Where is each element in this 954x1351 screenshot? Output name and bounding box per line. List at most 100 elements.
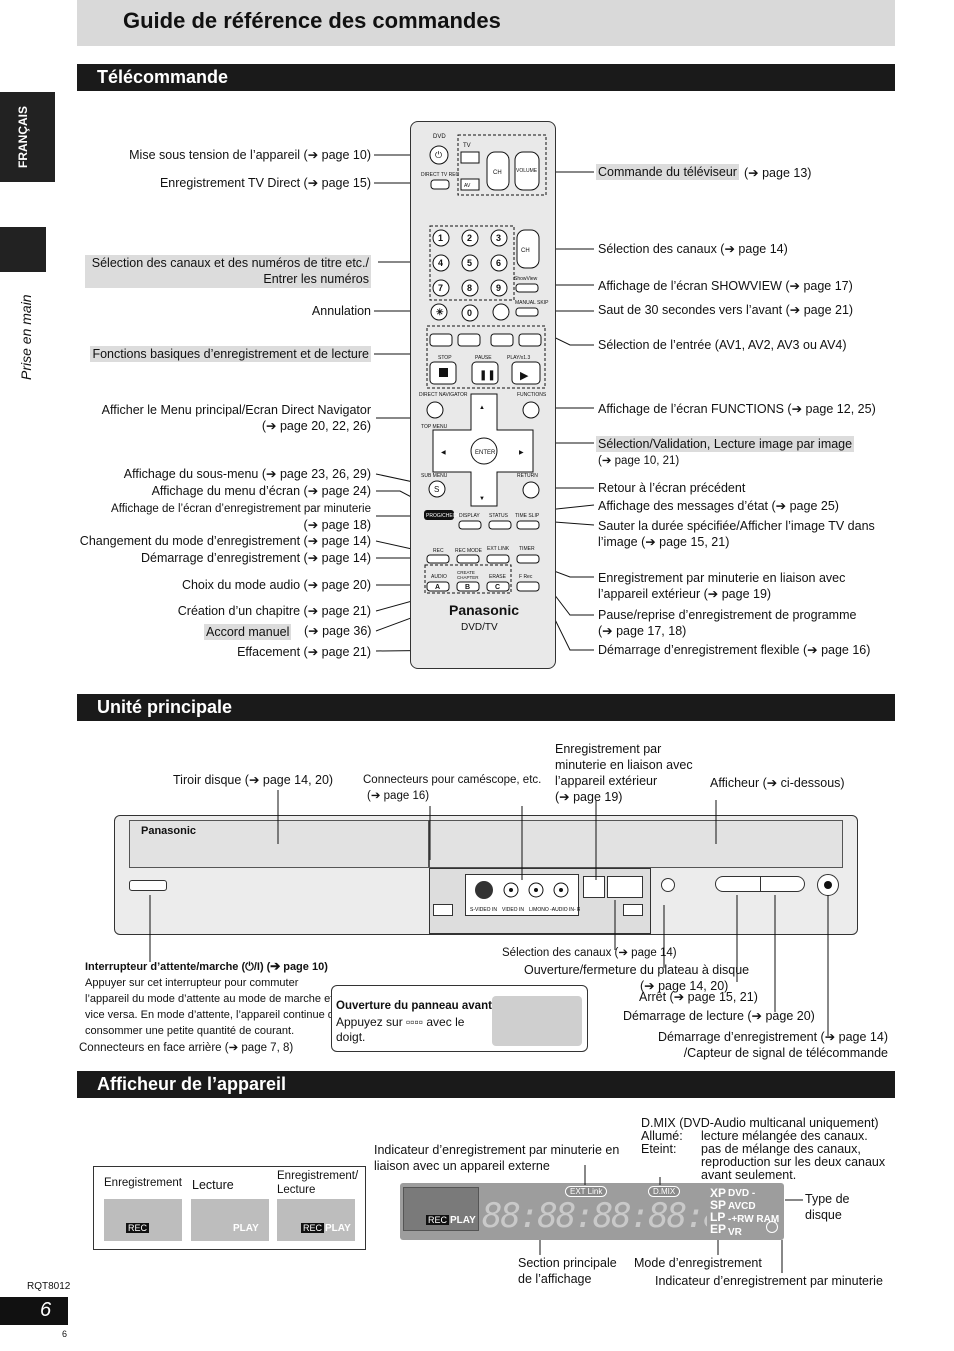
svg-text:VIDEO IN: VIDEO IN (502, 907, 524, 913)
label-dmix-on-key: Allumé: (641, 1129, 683, 1143)
label-timer-indicator: Indicateur d’enregistrement par minuteri… (655, 1274, 883, 1288)
timer-clock-icon (766, 1221, 778, 1233)
svg-text:▼: ▼ (479, 496, 485, 502)
label-timer-1: Pause/reprise d’enregistrement de progra… (598, 608, 857, 622)
svg-text:S-VIDEO IN: S-VIDEO IN (470, 907, 497, 913)
label-direct-navigator: Afficher le Menu principal/Ecran Direct … (102, 402, 371, 434)
remote-model: DVD/TV (461, 622, 498, 633)
label-enter: Sélection/Validation, Lecture image par … (596, 436, 855, 452)
svg-text:8: 8 (467, 283, 472, 293)
label-rec-sensor-1: Démarrage d’enregistrement (➔ page 14) (657, 1030, 888, 1044)
label-tv-control: Commande du téléviseur (596, 164, 739, 180)
svg-text:FUNCTIONS: FUNCTIONS (517, 392, 547, 398)
ext-link-indicator: EXT Link (565, 1186, 608, 1197)
svg-text:C: C (495, 584, 500, 591)
svg-text:2: 2 (467, 233, 472, 243)
label-input-select: Sélection de l’entrée (AV1, AV2, AV3 ou … (598, 338, 847, 352)
disc-type-dvd-avcd: DVD - AVCD (728, 1188, 756, 1212)
label-ext-rec-2: minuterie en liaison avec (555, 758, 693, 772)
svg-text:0: 0 (467, 308, 472, 318)
mode-lp: LP (710, 1210, 726, 1224)
label-ext-timer-2: liaison avec un appareil externe (374, 1159, 550, 1173)
front-panel-2: doigt. (336, 1030, 366, 1044)
mode-sp: SP (710, 1198, 727, 1212)
label-showview: Affichage de l’écran SHOWVIEW (➔ page 17… (598, 279, 853, 293)
label-ext-link: Enregistrement par minuterie en liaison … (598, 570, 845, 602)
svg-text:ERASE: ERASE (489, 574, 507, 580)
legend-play-panel: PLAY (191, 1199, 269, 1241)
legend-recplay-panel: REC PLAY (277, 1199, 355, 1241)
section-tab-marker (0, 227, 46, 272)
label-dmix-off-val1: pas de mélange des canaux, (701, 1142, 861, 1156)
label-direct-navigator-1: Afficher le Menu principal/Ecran Direct … (101, 403, 371, 417)
svg-text:F Rec: F Rec (519, 574, 533, 580)
disc-type-vr: VR (728, 1227, 742, 1238)
section-display: Afficheur de l’appareil (77, 1071, 895, 1098)
unit-leader-lines (149, 790, 829, 1036)
label-rear: Connecteurs en face arrière (➔ page 7, 8… (79, 1042, 294, 1054)
label-tray: Tiroir disque (➔ page 14, 20) (173, 773, 334, 787)
ext-link-button (583, 876, 605, 898)
svg-text:ShowView: ShowView (514, 276, 538, 282)
svg-text:▲: ▲ (479, 405, 485, 411)
svg-text:REC: REC (433, 548, 444, 554)
svg-text:TIMER: TIMER (519, 546, 535, 552)
rec-mode-indicators: XP SP LP EP (710, 1187, 728, 1239)
doc-code: RQT8012 (27, 1281, 71, 1292)
label-power: Mise sous tension de l’appareil (➔ page … (129, 148, 371, 162)
label-rec-start: Démarrage d’enregistrement (➔ page 14) (140, 551, 371, 565)
label-display: Afficheur (➔ ci-dessous) (710, 776, 845, 790)
svg-text:CH: CH (521, 248, 530, 254)
label-stop: Arrêt (➔ page 15, 21) (639, 990, 758, 1004)
page-number-box: 6 (0, 1297, 68, 1325)
label-main-section-2: de l’affichage (518, 1272, 592, 1286)
label-ext-link-1: Enregistrement par minuterie en liaison … (598, 571, 846, 585)
label-dmix-off-val3: avant seulement. (701, 1168, 797, 1182)
label-manual-tuning-page: (➔ page 36) (304, 624, 372, 638)
stop-play-divider (760, 877, 761, 891)
label-timer-screen: Affichage de l’écran d’enregistrement pa… (111, 501, 371, 533)
label-main-section: Section principale de l’affichage (518, 1255, 617, 1287)
section-remote: Télécommande (77, 64, 895, 91)
label-rec-sensor-2: /Capteur de signal de télécommande (683, 1046, 888, 1060)
legend-rec-panel: REC (104, 1199, 182, 1241)
channel-buttons (607, 876, 643, 898)
disc-type-indicators: DVD - AVCD -+RW RAM VR (728, 1187, 784, 1238)
svg-text:AV: AV (464, 183, 471, 189)
label-ext-rec-3: l’appareil extérieur (555, 774, 658, 788)
label-unit-channel: Sélection des canaux (➔ page 14) (502, 947, 677, 959)
svg-text:REC MODE: REC MODE (455, 548, 483, 554)
svg-text:SUB MENU: SUB MENU (421, 473, 448, 479)
label-channel-select-1: Sélection des canaux et des numéros de t… (91, 256, 369, 270)
svg-text:⏻: ⏻ (435, 150, 442, 160)
label-disc-type: Type de disque (805, 1191, 849, 1223)
label-rec-mode-display: Mode d’enregistrement (634, 1256, 762, 1270)
open-close-button (661, 878, 675, 892)
svg-text:MANUAL SKIP: MANUAL SKIP (515, 300, 549, 306)
standby-switch (129, 880, 167, 891)
svg-text:5: 5 (467, 258, 472, 268)
svg-text:CREATE: CREATE (457, 570, 475, 575)
legend-recplay-rec: REC (301, 1223, 325, 1233)
display-rec-indicator: REC (426, 1215, 450, 1225)
display-leader-lines (539, 1165, 803, 1273)
mode-ep: EP (710, 1222, 727, 1236)
label-f-rec: Démarrage d’enregistrement flexible (➔ p… (598, 643, 871, 657)
svg-text:CHAPTER: CHAPTER (457, 575, 479, 580)
section-remote-title: Télécommande (97, 67, 229, 87)
legend-recplay-1: Enregistrement/ (277, 1170, 359, 1182)
label-timer-screen-1: Affichage de l’écran d’enregistrement pa… (111, 503, 371, 515)
label-status: Affichage des messages d’état (➔ page 25… (598, 499, 839, 513)
svg-text:PAUSE: PAUSE (475, 355, 492, 361)
label-connectors-2: (➔ page 16) (367, 790, 430, 802)
svg-text:VOLUME: VOLUME (516, 168, 538, 174)
label-connectors: Connecteurs pour caméscope, etc. (➔ page… (363, 772, 541, 804)
label-return: Retour à l’écran précédent (598, 481, 746, 495)
label-open-close-2: (➔ page 14, 20) (640, 979, 729, 993)
label-screen-menu: Affichage du menu d’écran (➔ page 24) (151, 484, 371, 498)
label-time-slip: Sauter la durée spécifiée/Afficher l’ima… (598, 518, 875, 550)
